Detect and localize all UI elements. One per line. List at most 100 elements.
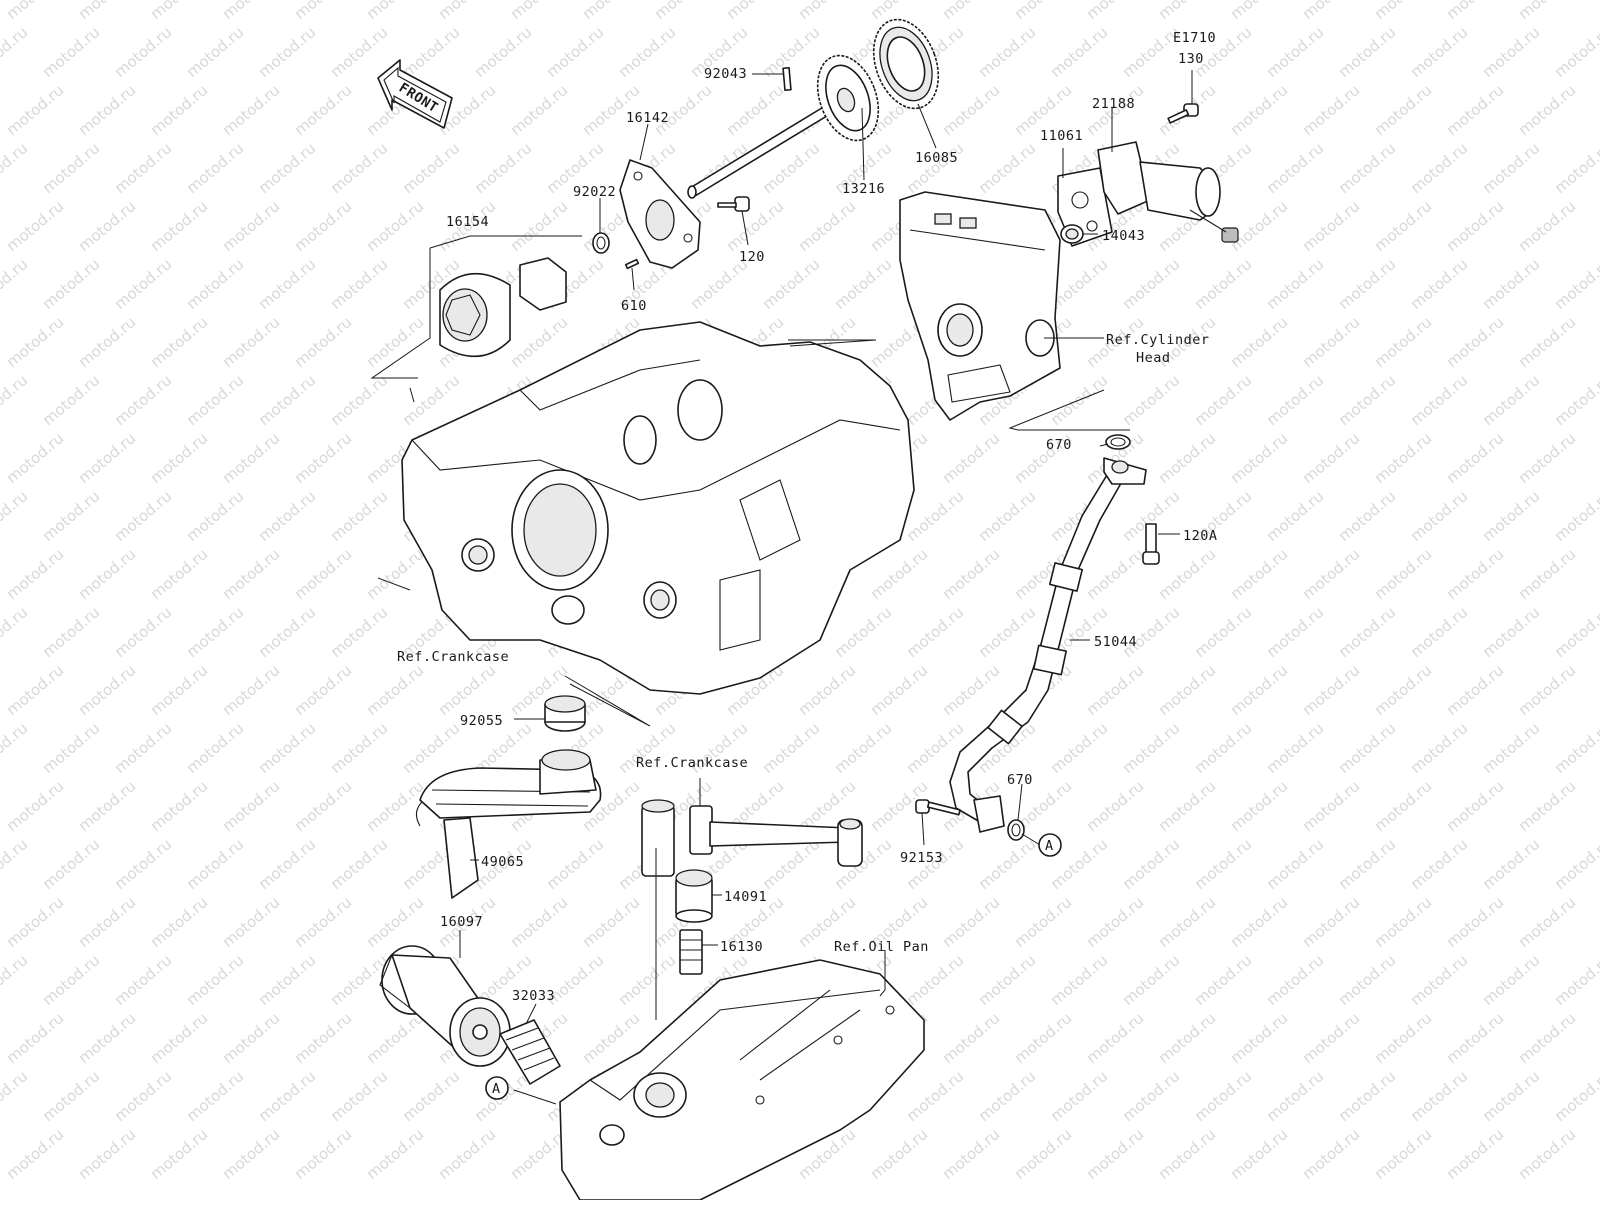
watermark-text: motod.ru bbox=[39, 1067, 103, 1125]
watermark-text: motod.ru bbox=[1227, 197, 1291, 255]
watermark-text: motod.ru bbox=[903, 951, 967, 1009]
watermark-text: motod.ru bbox=[795, 661, 859, 719]
watermark-text: motod.ru bbox=[1479, 487, 1543, 545]
watermark-text: motod.ru bbox=[255, 1067, 319, 1125]
watermark-text: motod.ru bbox=[111, 835, 175, 893]
watermark-text: motod.ru bbox=[3, 313, 67, 371]
label-16130: 16130 bbox=[720, 939, 763, 955]
watermark-text: motod.ru bbox=[327, 139, 391, 197]
watermark-text: motod.ru bbox=[1191, 719, 1255, 777]
watermark-text: motod.ru bbox=[75, 313, 139, 371]
label-92055: 92055 bbox=[460, 713, 503, 729]
watermark-text: motod.ru bbox=[1407, 835, 1471, 893]
watermark-text: motod.ru bbox=[1407, 487, 1471, 545]
pump-rotor-set bbox=[370, 235, 582, 379]
watermark-text: motod.ru bbox=[111, 371, 175, 429]
label-14043: 14043 bbox=[1102, 228, 1145, 244]
watermark-text: motod.ru bbox=[147, 429, 211, 487]
watermark-text: motod.ru bbox=[39, 487, 103, 545]
watermark-text: motod.ru bbox=[1299, 313, 1363, 371]
watermark-text: motod.ru bbox=[1083, 545, 1147, 603]
watermark-text: motod.ru bbox=[1299, 545, 1363, 603]
watermark-text: motod.ru bbox=[795, 0, 859, 23]
watermark-text: motod.ru bbox=[939, 545, 1003, 603]
watermark-text: motod.ru bbox=[147, 1009, 211, 1067]
label-16085: 16085 bbox=[915, 150, 958, 166]
watermark-text: motod.ru bbox=[0, 951, 31, 1009]
watermark-text: motod.ru bbox=[1263, 603, 1327, 661]
label-21188: 21188 bbox=[1092, 96, 1135, 112]
bolt-120 bbox=[717, 196, 750, 212]
watermark-text: motod.ru bbox=[1515, 0, 1579, 23]
label-670-bottom: 670 bbox=[1007, 772, 1033, 788]
watermark-text: motod.ru bbox=[1551, 23, 1600, 81]
watermark-text: motod.ru bbox=[147, 545, 211, 603]
watermark-text: motod.ru bbox=[291, 777, 355, 835]
watermark-text: motod.ru bbox=[1299, 0, 1363, 23]
cylinder-head-block bbox=[899, 191, 1061, 421]
watermark-text: motod.ru bbox=[1407, 255, 1471, 313]
watermark-text: motod.ru bbox=[1551, 1067, 1600, 1125]
watermark-text: motod.ru bbox=[1371, 0, 1435, 23]
watermark-text: motod.ru bbox=[1335, 487, 1399, 545]
watermark-text: motod.ru bbox=[219, 313, 283, 371]
watermark-text: motod.ru bbox=[1443, 777, 1507, 835]
watermark-text: motod.ru bbox=[39, 371, 103, 429]
watermark-text: motod.ru bbox=[327, 719, 391, 777]
watermark-text: motod.ru bbox=[291, 81, 355, 139]
watermark-text: motod.ru bbox=[255, 255, 319, 313]
watermark-text: motod.ru bbox=[759, 255, 823, 313]
watermark-text: motod.ru bbox=[1479, 371, 1543, 429]
watermark-text: motod.ru bbox=[1227, 313, 1291, 371]
watermark-text: motod.ru bbox=[1263, 487, 1327, 545]
watermark-text: motod.ru bbox=[291, 893, 355, 951]
watermark-text: motod.ru bbox=[1299, 1009, 1363, 1067]
watermark-text: motod.ru bbox=[291, 661, 355, 719]
watermark-text: motod.ru bbox=[759, 23, 823, 81]
watermark-text: motod.ru bbox=[363, 0, 427, 23]
watermark-text: motod.ru bbox=[1407, 23, 1471, 81]
watermark-text: motod.ru bbox=[723, 0, 787, 23]
watermark-text: motod.ru bbox=[1011, 893, 1075, 951]
watermark-text: motod.ru bbox=[867, 1125, 931, 1183]
watermark-text: motod.ru bbox=[831, 603, 895, 661]
watermark-text: motod.ru bbox=[1371, 893, 1435, 951]
watermark-text: motod.ru bbox=[1443, 1009, 1507, 1067]
watermark-text: motod.ru bbox=[399, 1067, 463, 1125]
watermark-text: motod.ru bbox=[1191, 951, 1255, 1009]
watermark-text: motod.ru bbox=[1371, 81, 1435, 139]
label-92043: 92043 bbox=[704, 66, 747, 82]
strainer-49065 bbox=[415, 749, 602, 899]
pin-92043 bbox=[782, 66, 792, 92]
watermark-text: motod.ru bbox=[1443, 197, 1507, 255]
watermark-text: motod.ru bbox=[111, 487, 175, 545]
watermark-text: motod.ru bbox=[1263, 371, 1327, 429]
watermark-text: motod.ru bbox=[1551, 603, 1600, 661]
watermark-text: motod.ru bbox=[1191, 255, 1255, 313]
watermark-text: motod.ru bbox=[975, 951, 1039, 1009]
watermark-text: motod.ru bbox=[1443, 0, 1507, 23]
label-ref-crankcase-1: Ref.Crankcase bbox=[397, 649, 509, 665]
label-ref-oil-pan: Ref.Oil Pan bbox=[834, 939, 929, 955]
watermark-text: motod.ru bbox=[363, 1009, 427, 1067]
relief-pipe bbox=[641, 778, 863, 1020]
watermark-text: motod.ru bbox=[183, 603, 247, 661]
watermark-text: motod.ru bbox=[75, 81, 139, 139]
watermark-text: motod.ru bbox=[1047, 23, 1111, 81]
watermark-text: motod.ru bbox=[615, 951, 679, 1009]
watermark-text: motod.ru bbox=[219, 545, 283, 603]
watermark-text: motod.ru bbox=[1263, 139, 1327, 197]
watermark-text: motod.ru bbox=[255, 23, 319, 81]
watermark-text: motod.ru bbox=[1371, 197, 1435, 255]
watermark-text: motod.ru bbox=[1227, 545, 1291, 603]
watermark-text: motod.ru bbox=[183, 835, 247, 893]
watermark-text: motod.ru bbox=[1407, 603, 1471, 661]
label-13216: 13216 bbox=[842, 181, 885, 197]
watermark-text: motod.ru bbox=[903, 603, 967, 661]
watermark-text: motod.ru bbox=[111, 1067, 175, 1125]
watermark-text: motod.ru bbox=[1371, 545, 1435, 603]
watermark-text: motod.ru bbox=[903, 1067, 967, 1125]
label-ref-cylinder-head: Ref.Cylinder bbox=[1106, 332, 1210, 348]
